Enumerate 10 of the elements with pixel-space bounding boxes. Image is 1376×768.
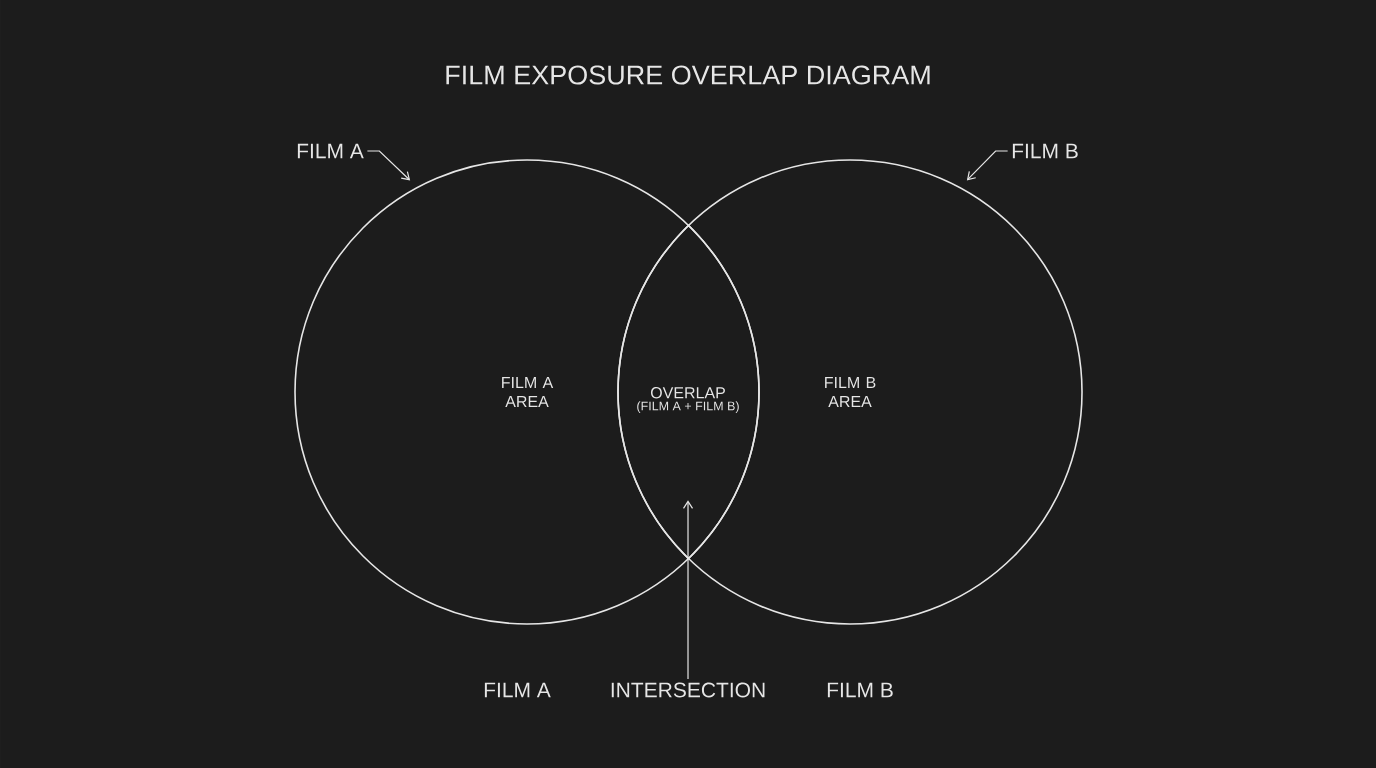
leader-arrow xyxy=(682,500,694,680)
overlap-region: OVERLAP (FILM A + FILM B) xyxy=(617,224,760,560)
title: FILM EXPOSURE OVERLAP DIAGRAM xyxy=(446,65,930,85)
circle-label: FILM B xyxy=(827,682,893,698)
circle-label: FILM A xyxy=(484,682,551,698)
axis-label: INTERSECTION xyxy=(611,682,765,698)
callout-label: FILM B xyxy=(1012,143,1078,159)
leader-arrow xyxy=(966,150,1009,181)
leader-arrow xyxy=(366,150,411,181)
callout-label: FILM A xyxy=(297,143,364,159)
